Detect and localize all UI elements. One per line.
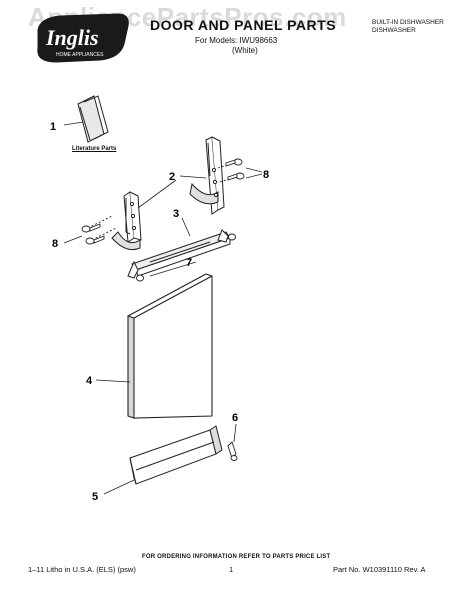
litho-info: 1–11 Litho in U.S.A. (ELS) (psw) bbox=[28, 565, 136, 574]
leader-6 bbox=[233, 423, 237, 443]
part-number: Part No. W10391110 Rev. A bbox=[333, 565, 426, 574]
literature-booklet bbox=[77, 95, 109, 143]
callout-3: 3 bbox=[173, 208, 179, 220]
door-panel bbox=[127, 273, 213, 419]
callout-6: 6 bbox=[232, 412, 238, 424]
toe-panel-screw bbox=[227, 441, 238, 461]
leader-8-right-a bbox=[245, 167, 263, 173]
callout-4: 4 bbox=[86, 375, 93, 387]
leader-1 bbox=[63, 121, 84, 126]
callout-8-right: 8 bbox=[263, 169, 269, 181]
leader-8-right-b bbox=[245, 173, 263, 179]
literature-parts-label: Literature Parts bbox=[72, 146, 117, 152]
toe-panel bbox=[129, 425, 223, 485]
leader-8-left bbox=[63, 235, 83, 244]
leader-5 bbox=[103, 479, 135, 495]
leader-3 bbox=[181, 217, 191, 237]
right-hinge bbox=[189, 136, 225, 215]
callout-2: 2 bbox=[169, 171, 175, 183]
callout-1: 1 bbox=[50, 121, 56, 133]
leader-4 bbox=[95, 379, 131, 383]
panel-bracket bbox=[127, 229, 231, 279]
leader-2-left bbox=[137, 179, 177, 209]
color-line: (White) bbox=[232, 46, 258, 55]
page-title: DOOR AND PANEL PARTS bbox=[150, 17, 337, 33]
appliance-type-line1: BUILT-IN DISHWASHER bbox=[372, 19, 444, 26]
models-line: For Models: IWU98663 bbox=[195, 36, 278, 45]
callout-8-left: 8 bbox=[52, 238, 58, 250]
leader-7 bbox=[149, 261, 197, 277]
callout-7: 7 bbox=[186, 257, 192, 269]
page-number: 1 bbox=[229, 565, 234, 574]
callout-5: 5 bbox=[92, 491, 98, 503]
screws-bracket bbox=[136, 233, 236, 282]
screws-right bbox=[217, 158, 245, 183]
appliance-type-line2: DISHWASHER bbox=[372, 27, 416, 34]
screws-left bbox=[81, 215, 117, 245]
left-hinge bbox=[111, 191, 142, 251]
brand-logo: Inglis HOME APPLIANCES bbox=[37, 13, 129, 63]
logo-subtext: HOME APPLIANCES bbox=[56, 52, 104, 58]
appliance-type: BUILT-IN DISHWASHER DISHWASHER bbox=[372, 19, 444, 35]
ordering-note: FOR ORDERING INFORMATION REFER TO PARTS … bbox=[142, 554, 331, 560]
logo-text: Inglis bbox=[45, 25, 99, 50]
leader-2-right bbox=[179, 175, 207, 179]
